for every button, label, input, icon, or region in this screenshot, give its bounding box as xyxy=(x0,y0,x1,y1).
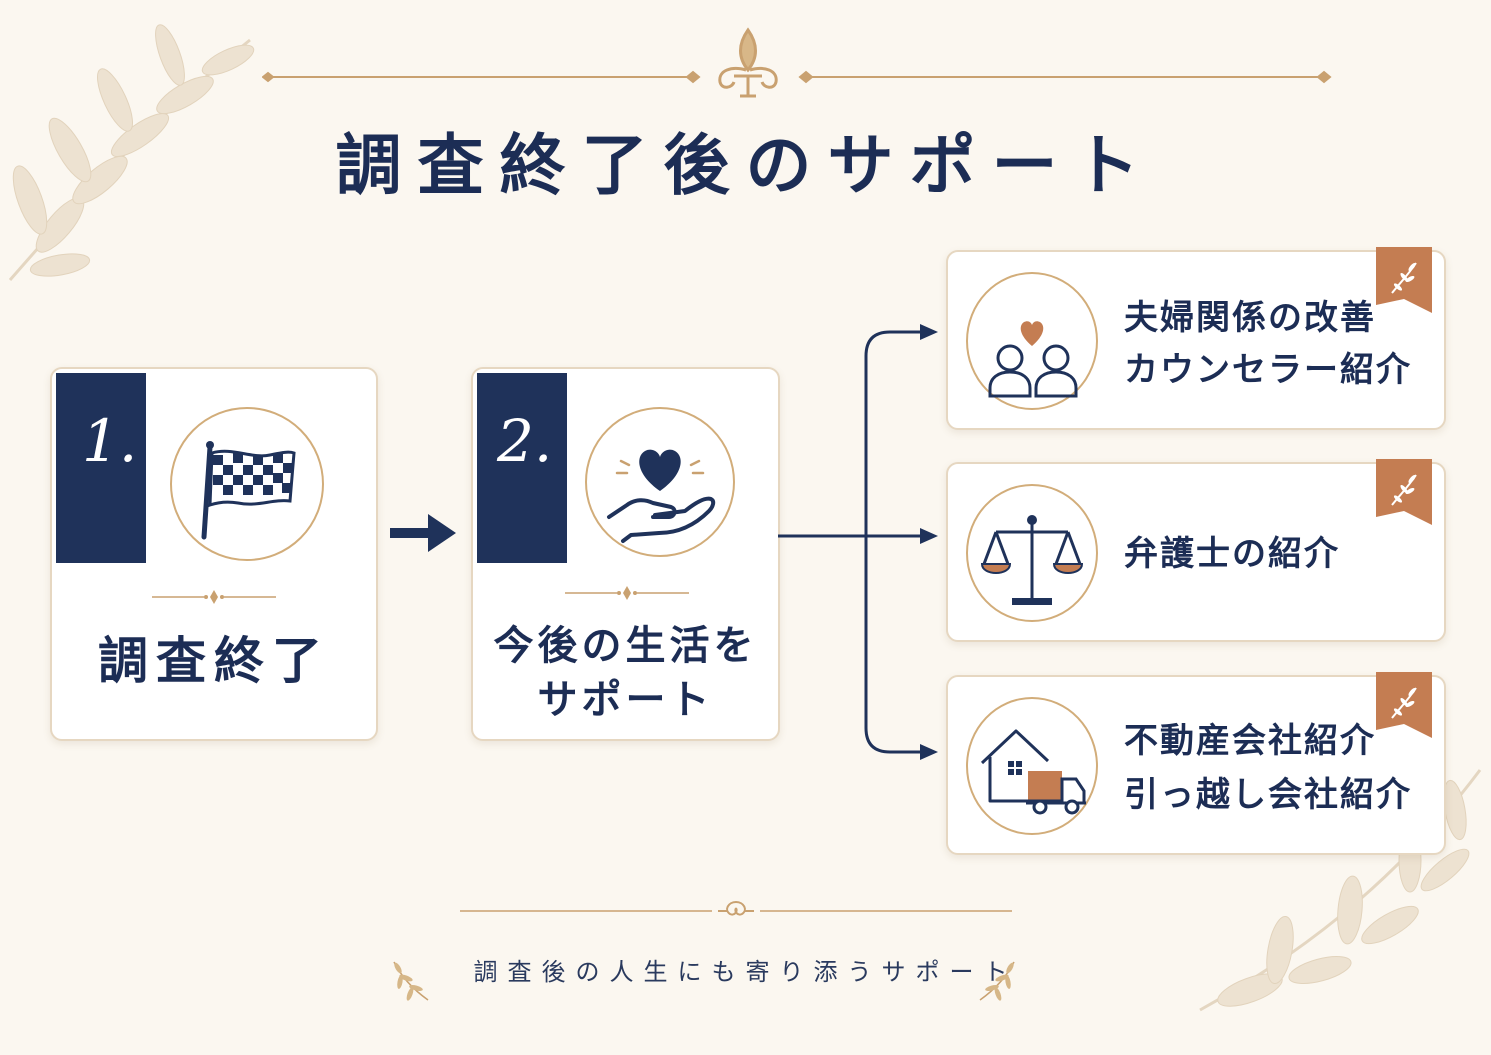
checkered-flag-icon xyxy=(201,441,296,540)
service-icon-circle xyxy=(966,697,1098,835)
top-ornament-divider xyxy=(262,27,1332,98)
leaf-sprig-left-icon xyxy=(393,961,429,1001)
leaf-branch-decoration-top-left xyxy=(8,24,255,281)
service-card-lawyer: 弁護士の紹介 xyxy=(946,459,1446,642)
house-truck-icon xyxy=(980,729,1086,815)
service-card-real-estate-moving: 不動産会社紹介 引っ越し会社紹介 xyxy=(946,672,1446,855)
branch-connector-arrows xyxy=(778,324,938,760)
service-icon-circle xyxy=(966,484,1098,622)
bottom-ornament-divider xyxy=(460,901,1012,916)
step-card-2: 2. 今後の生活を サポート xyxy=(471,367,780,741)
footer-tagline: 調査後の人生にも寄り添うサポート xyxy=(473,958,1018,986)
service-card-counseling: 夫婦関係の改善 カウンセラー紹介 xyxy=(946,247,1446,430)
step-divider-ornament xyxy=(565,586,689,600)
step-divider-ornament xyxy=(152,590,276,604)
step-number: 2. xyxy=(497,407,553,475)
service-line2: カウンセラー紹介 xyxy=(1124,350,1412,390)
service-line2: 引っ越し会社紹介 xyxy=(1124,775,1412,815)
leaf-ribbon-icon xyxy=(1376,672,1432,738)
arrow-right-icon xyxy=(390,514,456,552)
leaf-ribbon-icon xyxy=(1376,247,1432,313)
scales-icon xyxy=(980,515,1084,605)
step-icon-circle xyxy=(585,407,735,557)
step-number: 1. xyxy=(82,407,138,475)
service-line1: 弁護士の紹介 xyxy=(1124,534,1340,574)
heart-hand-icon xyxy=(607,449,716,543)
couple-heart-icon xyxy=(988,321,1078,398)
service-line1: 不動産会社紹介 xyxy=(1124,721,1376,761)
step-label: 調査終了 xyxy=(98,631,330,690)
leaf-ribbon-icon xyxy=(1376,459,1432,525)
page-title: 調査終了後のサポート xyxy=(335,126,1156,204)
step-label-line2: サポート xyxy=(537,676,714,723)
step-number-block: 1. xyxy=(56,373,146,563)
leaf-sprig-right-icon xyxy=(979,961,1015,1001)
service-line1: 夫婦関係の改善 xyxy=(1124,298,1376,338)
step-label-line1: 今後の生活を xyxy=(493,622,758,669)
leaf-branch-decoration-bottom-right xyxy=(1199,769,1482,1012)
step-icon-circle xyxy=(170,407,324,561)
step-card-1: 1. 調査終了 xyxy=(50,367,378,741)
service-icon-circle xyxy=(966,272,1098,410)
step-number-block: 2. xyxy=(477,373,567,563)
